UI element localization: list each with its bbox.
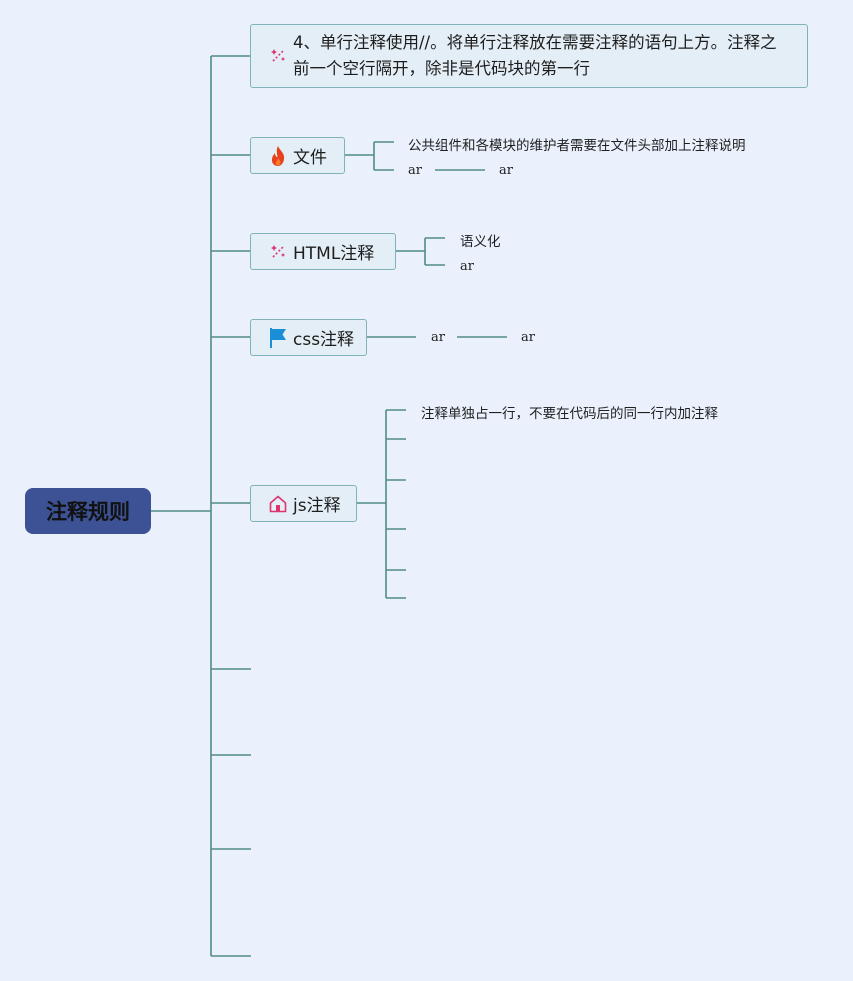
leaf-css-ar-1: ar — [431, 330, 445, 345]
branch-label: js注释 — [293, 496, 341, 516]
branch-html-comment[interactable]: HTML注释 — [250, 233, 396, 270]
root-node[interactable]: 注释规则 — [25, 488, 151, 534]
branch-css-comment[interactable]: css注释 — [250, 319, 367, 356]
leaf-file-maintainer-note: 公共组件和各模块的维护者需要在文件头部加上注释说明 — [408, 138, 746, 154]
magic-wand-icon — [267, 45, 289, 67]
leaf-css-ar-2: ar — [521, 330, 535, 345]
branch-label: HTML注释 — [293, 244, 375, 264]
branch-file[interactable]: 文件 — [250, 137, 345, 174]
branch-label: css注释 — [293, 330, 355, 350]
leaf-js-own-line: 注释单独占一行，不要在代码后的同一行内加注释 — [421, 406, 718, 422]
branch-single-line-comment[interactable]: 4、单行注释使用//。将单行注释放在需要注释的语句上方。注释之前一个空行隔开，除… — [250, 24, 808, 88]
leaf-file-ar-1: ar — [408, 163, 422, 178]
home-icon — [267, 493, 289, 515]
branch-js-comment[interactable]: js注释 — [250, 485, 357, 522]
leaf-html-semantic: 语义化 — [460, 234, 501, 250]
branch-label: 4、单行注释使用//。将单行注释放在需要注释的语句上方。注释之前一个空行隔开，除… — [293, 33, 777, 78]
fire-icon — [267, 145, 289, 167]
branch-label: 文件 — [293, 148, 327, 168]
leaf-file-ar-2: ar — [499, 163, 513, 178]
flag-icon — [267, 327, 289, 349]
leaf-html-ar: ar — [460, 259, 474, 274]
root-label: 注释规则 — [46, 500, 130, 524]
magic-wand-icon — [267, 241, 289, 263]
